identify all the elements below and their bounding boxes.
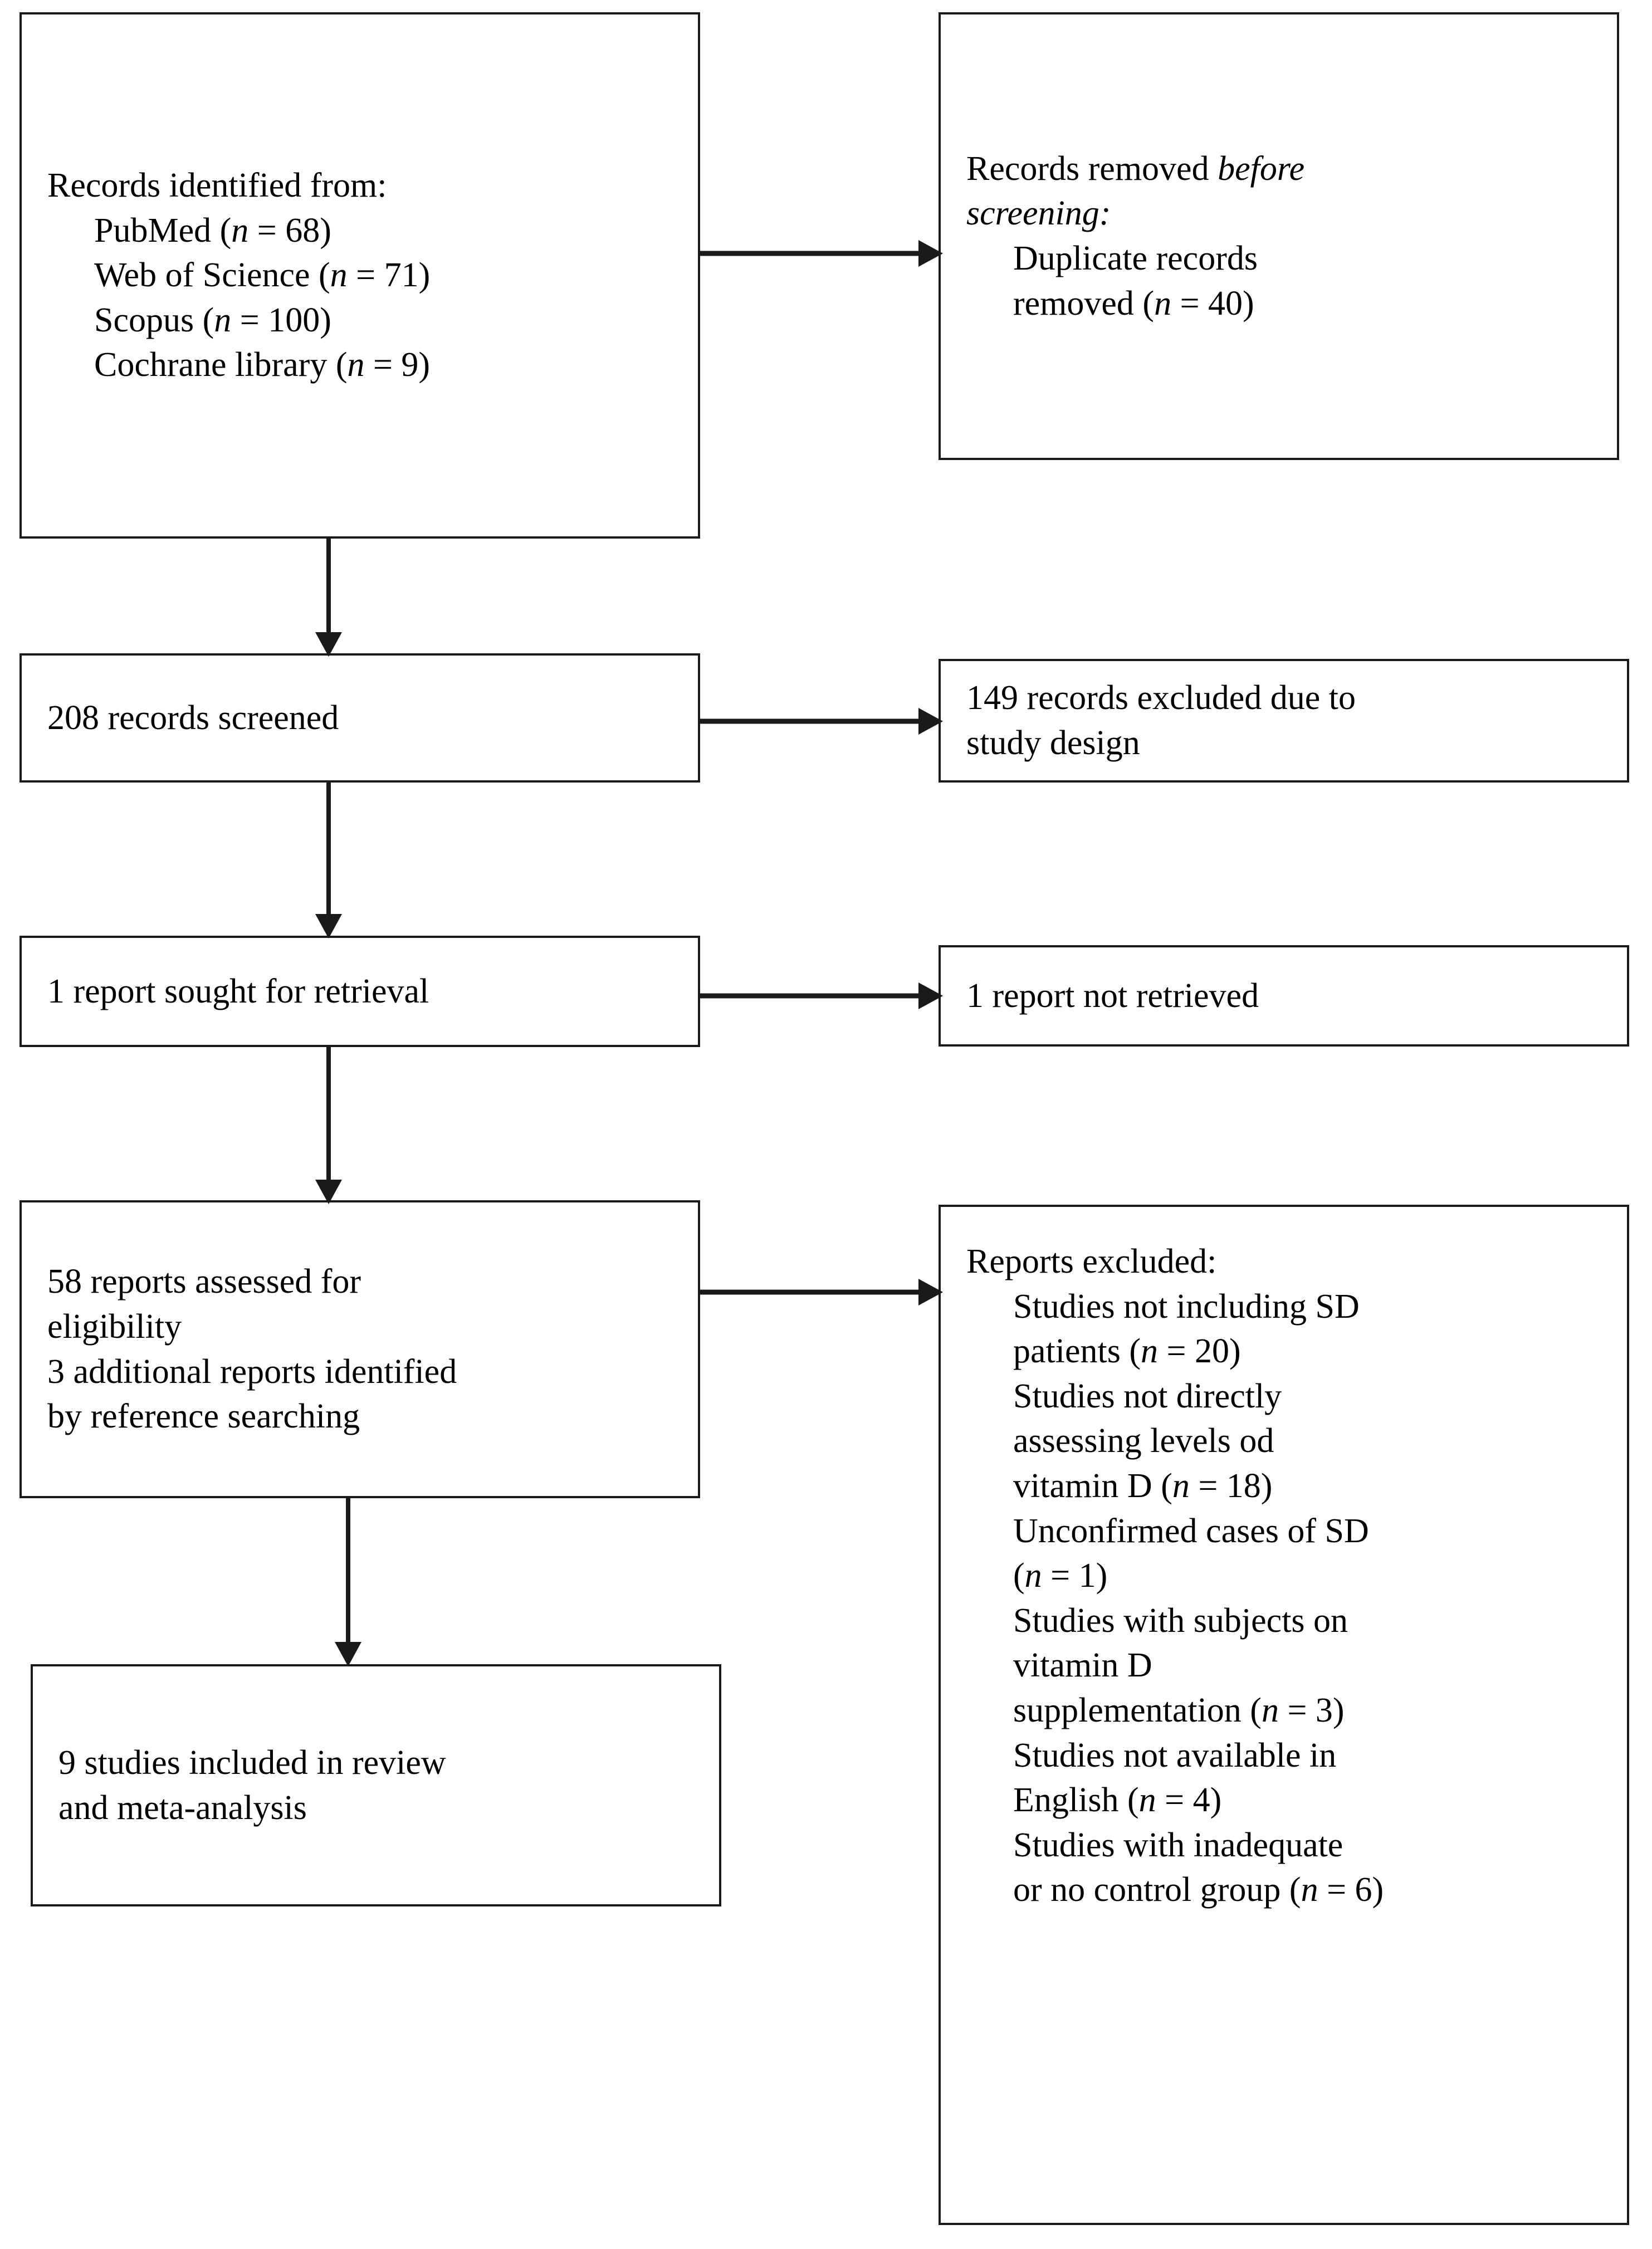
box-line: Reports excluded:: [966, 1243, 1217, 1280]
box-line: Studies not directly: [1013, 1377, 1282, 1415]
box-line: by reference searching: [47, 1397, 360, 1436]
box-line: screening:: [966, 194, 1111, 233]
box-records-identified: Records identified from: PubMed (n = 68)…: [19, 12, 700, 539]
connector-assessed-to-excluded: [698, 1275, 943, 1309]
box-line: or no control group (n = 6): [1013, 1871, 1384, 1909]
box-records-removed-content: Records removed before screening: Duplic…: [941, 146, 1617, 326]
box-line: and meta-analysis: [58, 1788, 307, 1827]
connector-sought-to-assessed: [312, 1047, 345, 1204]
box-reports-sought-content: 1 report sought for retrieval: [22, 969, 698, 1014]
box-line: Records identified from:: [47, 167, 387, 205]
box-records-screened: 208 records screened: [19, 653, 700, 783]
box-line: vitamin D: [1013, 1646, 1152, 1685]
box-line: assessing levels od: [1013, 1422, 1274, 1460]
box-line: removed (n = 40): [1013, 284, 1254, 322]
box-line: 9 studies included in review: [58, 1743, 446, 1782]
box-studies-included-content: 9 studies included in review and meta-an…: [33, 1740, 719, 1830]
box-line: supplementation (n = 3): [1013, 1691, 1345, 1729]
box-line: Studies with inadequate: [1013, 1826, 1343, 1864]
box-reports-assessed: 58 reports assessed for eligibility 3 ad…: [19, 1200, 700, 1498]
box-line: Records removed before: [966, 149, 1305, 188]
box-line: vitamin D (n = 18): [1013, 1466, 1273, 1505]
box-line: 1 report not retrieved: [966, 976, 1259, 1015]
box-line: English (n = 4): [1013, 1781, 1222, 1820]
box-records-screened-content: 208 records screened: [22, 696, 698, 741]
box-records-removed-before-screening: Records removed before screening: Duplic…: [939, 12, 1619, 460]
box-line: Unconfirmed cases of SD: [1013, 1512, 1369, 1550]
connector-identified-to-screened: [312, 539, 345, 657]
box-records-identified-content: Records identified from: PubMed (n = 68)…: [22, 163, 698, 388]
box-line: Studies with subjects on: [1013, 1601, 1348, 1640]
box-reports-not-retrieved: 1 report not retrieved: [939, 945, 1629, 1047]
box-reports-assessed-content: 58 reports assessed for eligibility 3 ad…: [22, 1259, 698, 1439]
connector-identified-to-removed: [698, 237, 943, 270]
box-line: 1 report sought for retrieval: [47, 972, 429, 1010]
box-line: Studies not including SD: [1013, 1287, 1360, 1326]
box-line: (n = 1): [1013, 1557, 1108, 1595]
box-line: Cochrane library (n = 9): [94, 346, 431, 384]
box-line: PubMed (n = 68): [94, 211, 331, 250]
box-line: eligibility: [47, 1307, 182, 1346]
box-reports-excluded: Reports excluded: Studies not including …: [939, 1205, 1629, 2225]
box-reports-not-retrieved-content: 1 report not retrieved: [941, 974, 1627, 1019]
box-line: Web of Science (n = 71): [94, 256, 431, 295]
connector-assessed-to-included: [331, 1498, 365, 1666]
box-line: study design: [966, 724, 1140, 762]
box-line: Studies not available in: [1013, 1736, 1337, 1774]
box-line: patients (n = 20): [1013, 1332, 1241, 1371]
box-records-excluded-content: 149 records excluded due to study design: [941, 676, 1627, 765]
box-records-excluded-study-design: 149 records excluded due to study design: [939, 659, 1629, 783]
box-line: Scopus (n = 100): [94, 301, 331, 339]
box-studies-included: 9 studies included in review and meta-an…: [31, 1664, 721, 1906]
box-reports-excluded-content: Reports excluded: Studies not including …: [941, 1207, 1627, 1913]
box-line: 3 additional reports identified: [47, 1352, 457, 1391]
connector-screened-to-sought: [312, 783, 345, 938]
box-line: Duplicate records: [1013, 239, 1258, 277]
box-reports-sought: 1 report sought for retrieval: [19, 936, 700, 1047]
connector-sought-to-not-retrieved: [698, 979, 943, 1013]
connector-screened-to-excluded: [698, 705, 943, 738]
box-line: 149 records excluded due to: [966, 679, 1356, 717]
box-line: 58 reports assessed for: [47, 1263, 361, 1301]
box-line: 208 records screened: [47, 698, 339, 737]
